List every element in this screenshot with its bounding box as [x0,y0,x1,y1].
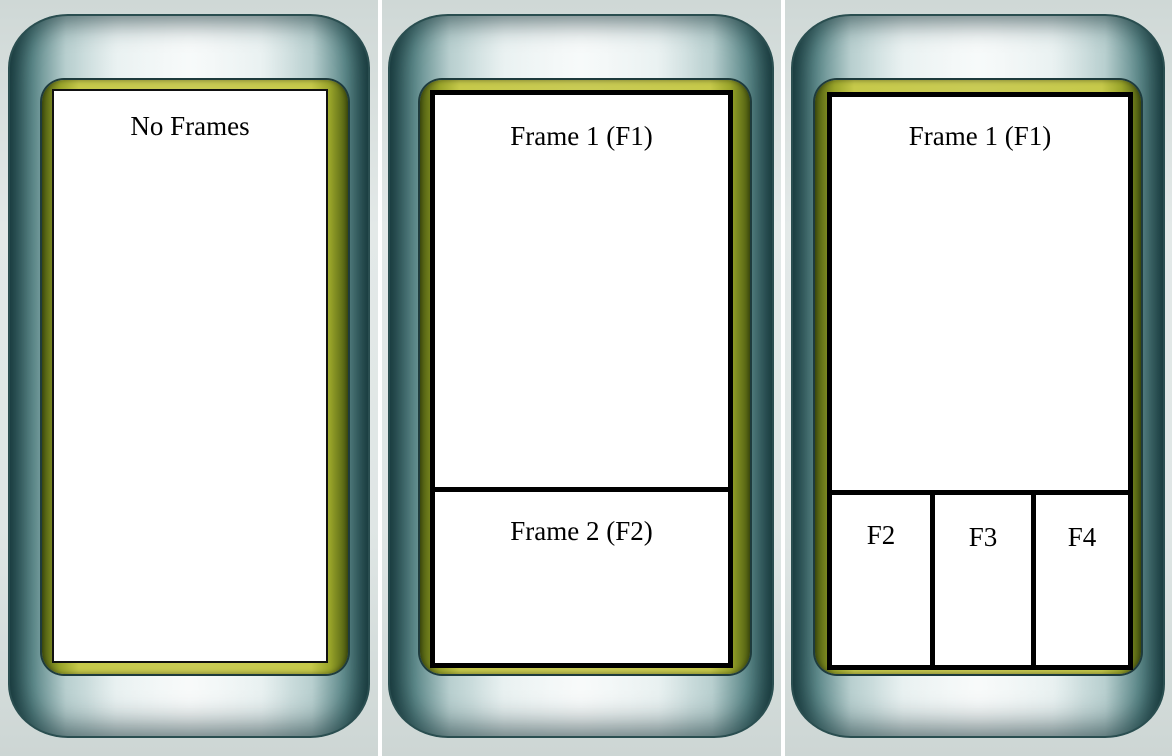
screen-area: No Frames [52,89,328,663]
frame-label: No Frames [54,111,326,142]
frame-f4: F4 [1031,490,1133,670]
frame-label: Frame 1 (F1) [832,121,1128,152]
frame-f1: Frame 1 (F1) [430,90,733,494]
frame-label: Frame 2 (F2) [435,516,728,547]
frame-label: F2 [832,520,930,551]
frame-f2: Frame 2 (F2) [430,487,733,668]
panel-four-frames: Frame 1 (F1) F2 F3 F4 [785,0,1172,756]
panel-two-frames: Frame 1 (F1) Frame 2 (F2) [382,0,781,756]
frame-f2: F2 [827,490,935,670]
frame-label: Frame 1 (F1) [435,121,728,152]
panel-no-frames: No Frames [0,0,378,756]
frame-f1: Frame 1 (F1) [827,92,1133,498]
frame-f3: F3 [930,490,1036,670]
frame-label: F3 [935,522,1031,553]
frame-label: F4 [1036,522,1128,553]
